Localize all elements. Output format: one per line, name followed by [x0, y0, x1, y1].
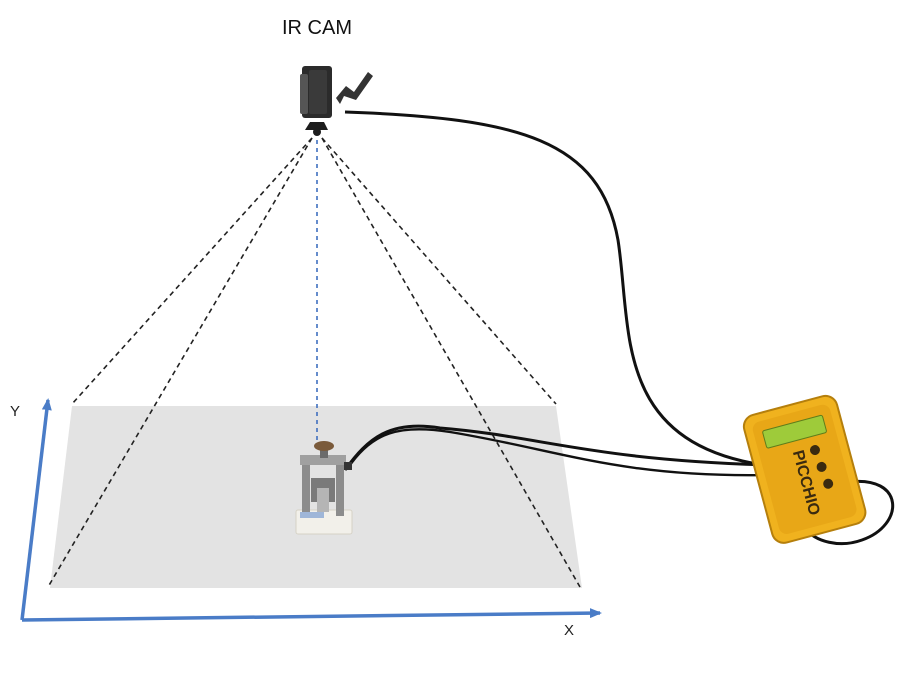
device-screen — [762, 414, 827, 449]
camera-bracket — [336, 72, 373, 104]
rig-knob — [314, 441, 334, 451]
device-button-3 — [823, 478, 834, 489]
specimen-cable — [343, 424, 771, 471]
rig-knob-shaft — [320, 448, 328, 458]
rig-frame-left — [302, 458, 310, 516]
ir-camera-icon — [300, 66, 373, 136]
test-rig-icon — [295, 441, 353, 535]
camera-label: IR CAM — [282, 17, 352, 39]
fov-line-outer-right — [321, 137, 557, 405]
rig-frame-right — [336, 458, 344, 516]
device-loop-cable — [803, 479, 895, 546]
device-button-1 — [810, 445, 821, 456]
camera-mount — [305, 122, 328, 130]
camera-lens-band — [300, 74, 308, 114]
rig-specimen — [317, 488, 329, 512]
data-logger-icon: PICCHIO — [742, 394, 867, 544]
y-axis-label: Y — [10, 403, 20, 420]
device-button-2 — [816, 461, 827, 472]
camera-cable — [344, 110, 771, 468]
x-axis — [21, 608, 602, 622]
specimen-cable-b — [347, 427, 771, 477]
x-axis-label: X — [564, 622, 574, 639]
fov-line-outer-left — [71, 137, 313, 405]
fov-line-inner-left — [47, 137, 313, 588]
camera-mount-knob — [313, 128, 321, 136]
rig-top-plate — [300, 455, 346, 465]
camera-highlight — [309, 70, 327, 114]
y-axis — [20, 398, 52, 621]
rig-side-connector — [344, 462, 352, 470]
rig-blue-tab — [300, 512, 324, 518]
field-of-view — [47, 137, 581, 588]
